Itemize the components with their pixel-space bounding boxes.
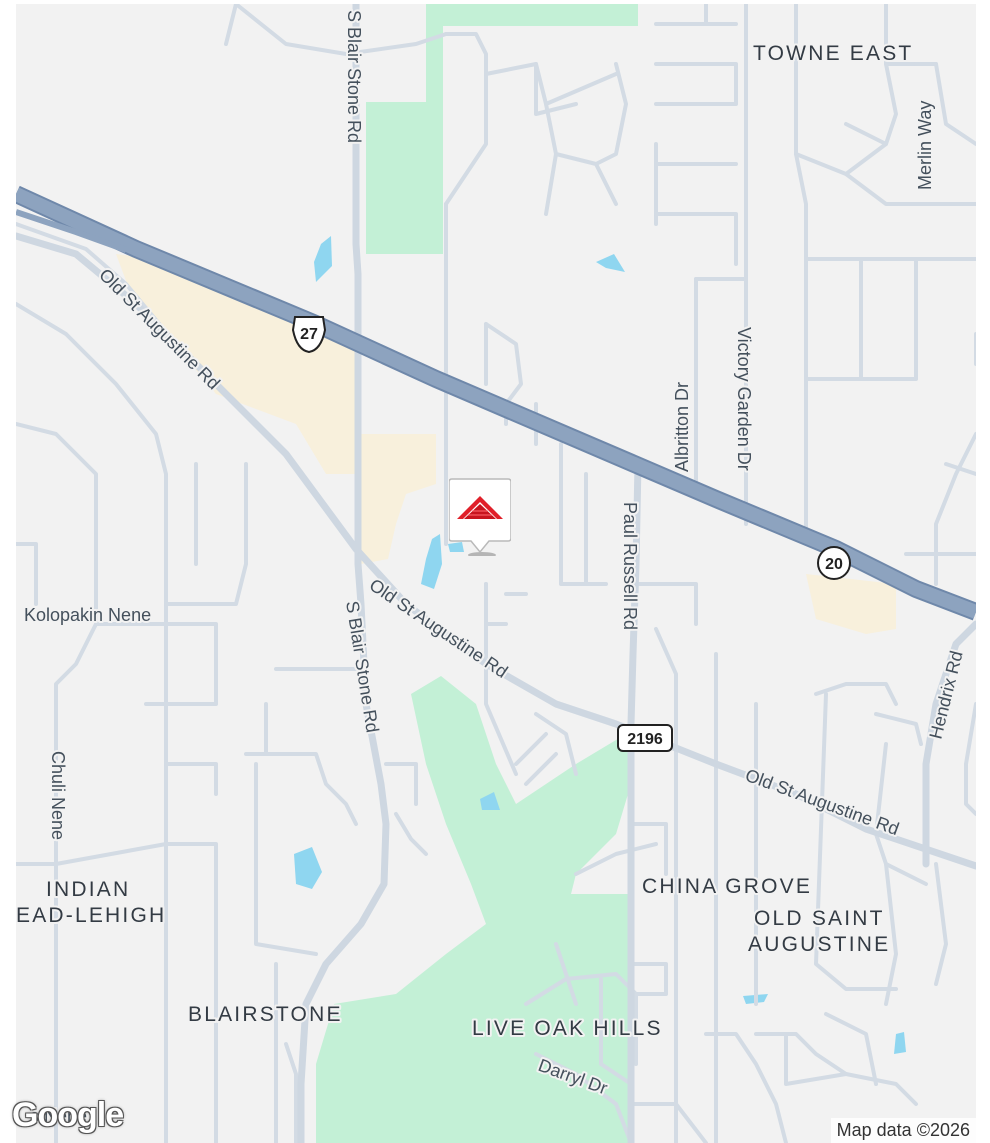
- water-bodies: [294, 236, 906, 1054]
- area-label-blairstone: BLAIRSTONE: [188, 1003, 343, 1026]
- commercial-areas: [116, 254, 896, 634]
- minor-roads: [16, 4, 976, 1143]
- area-label-indian-2: EAD-LEHIGH: [16, 904, 166, 927]
- svg-text:20: 20: [825, 556, 843, 573]
- map-attribution[interactable]: Map data ©2026: [830, 1118, 976, 1143]
- svg-text:2196: 2196: [627, 731, 663, 748]
- road-label-chuli: Chuli Nene: [48, 751, 68, 840]
- area-labels: TOWNE EAST INDIAN EAD-LEHIGH BLAIRSTONE …: [16, 40, 913, 1042]
- road-label-old-st-augustine-2: Old St Augustine Rd: [366, 575, 512, 682]
- area-label-china-grove: CHINA GROVE: [642, 875, 812, 898]
- us-27-shield: 27: [291, 316, 327, 354]
- road-label-paul-russell: Paul Russell Rd: [620, 502, 640, 630]
- map-tiles: 27 20 2196 S Blair Stone Rd S Blair Ston…: [16, 4, 976, 1143]
- medium-roads: [16, 4, 976, 1143]
- area-label-old-saint-2: AUGUSTINE: [748, 933, 890, 956]
- area-label-indian: INDIAN: [46, 878, 130, 901]
- highway: [16, 185, 976, 621]
- road-label-s-blair-stone-top: S Blair Stone Rd: [344, 10, 364, 143]
- location-marker[interactable]: [448, 476, 512, 558]
- svg-text:27: 27: [300, 326, 318, 343]
- road-label-hendrix: Hendrix Rd: [925, 649, 966, 741]
- house-roof-icon: [448, 478, 512, 558]
- road-label-albritton: Albritton Dr: [672, 382, 692, 472]
- area-label-towne-east: TOWNE EAST: [753, 42, 913, 65]
- area-label-live-oak-hills: LIVE OAK HILLS: [472, 1017, 663, 1040]
- road-label-bottom-left: s Nene: [30, 1106, 87, 1126]
- cr-2196-shield: 2196: [617, 724, 673, 752]
- road-label-s-blair-stone-bottom: S Blair Stone Rd: [342, 599, 383, 734]
- us-20-shield: 20: [817, 546, 851, 580]
- park-areas: [316, 4, 638, 1143]
- road-label-victory-garden: Victory Garden Dr: [734, 327, 754, 471]
- road-label-kolopakin: Kolopakin Nene: [24, 605, 151, 625]
- area-label-old-saint: OLD SAINT: [754, 907, 885, 930]
- map-canvas[interactable]: 27 20 2196 S Blair Stone Rd S Blair Ston…: [16, 4, 976, 1143]
- road-label-merlin-way: Merlin Way: [915, 101, 935, 190]
- google-logo: Google: [12, 1096, 124, 1134]
